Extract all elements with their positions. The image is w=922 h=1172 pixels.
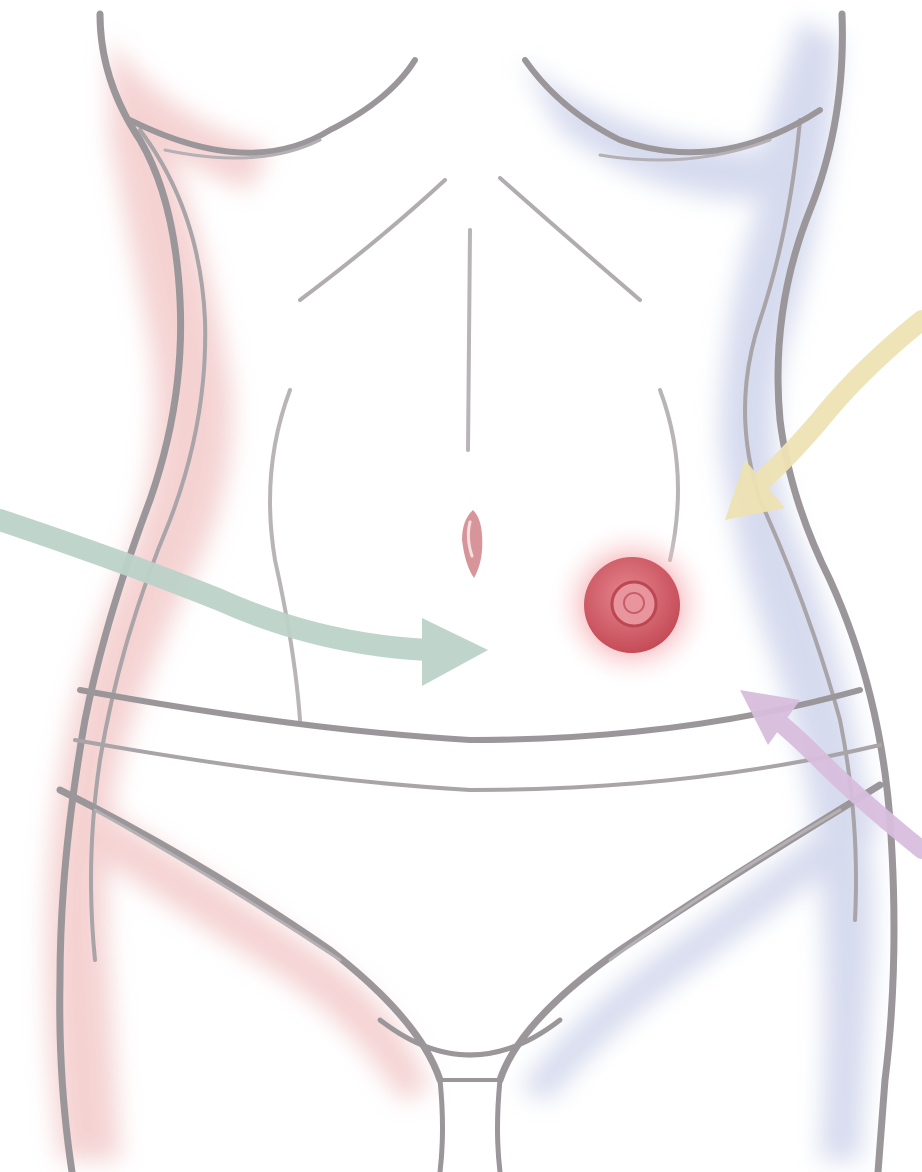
navel <box>462 510 482 578</box>
arrow-right-icon <box>0 520 488 686</box>
circle-target-icon <box>547 520 717 690</box>
